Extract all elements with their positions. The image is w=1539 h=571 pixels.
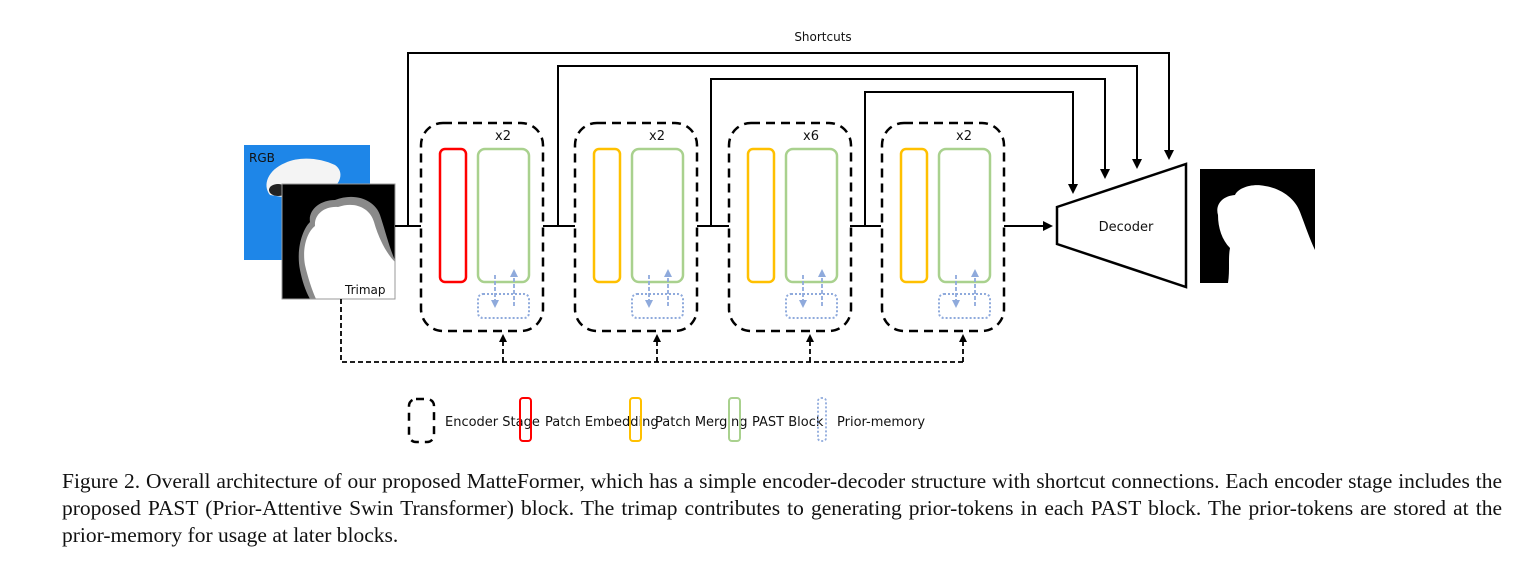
prior-memory-block bbox=[477, 293, 530, 319]
legend-item-past-block: PAST Block bbox=[728, 397, 824, 442]
patch-embedding-block bbox=[438, 147, 468, 284]
legend-item-patch-embedding: Patch Embedding bbox=[519, 397, 659, 442]
shortcut-3 bbox=[710, 78, 1110, 226]
trimap-image: Trimap bbox=[281, 183, 396, 300]
encoder-stage-border bbox=[727, 121, 853, 333]
alpha-matte-output bbox=[1200, 169, 1315, 283]
patch-merging-block bbox=[592, 147, 622, 284]
patch-merging-block bbox=[746, 147, 776, 284]
prior-memory-block bbox=[785, 293, 838, 319]
repeat-count-label: x2 bbox=[956, 129, 972, 144]
svg-text:Encoder Stage: Encoder Stage bbox=[445, 415, 540, 430]
encoder-stage-1: x2 bbox=[419, 121, 545, 333]
trimap-prior-feed bbox=[340, 299, 967, 363]
shortcut-connections bbox=[407, 52, 1174, 226]
past-block bbox=[937, 147, 992, 284]
shortcut-4 bbox=[864, 91, 1078, 226]
encoder-stages: x2 x2 x6 x2 bbox=[419, 121, 1006, 333]
past-block bbox=[784, 147, 839, 284]
svg-text:Patch Merging: Patch Merging bbox=[655, 415, 748, 430]
rgb-label: RGB bbox=[249, 151, 275, 165]
repeat-count-label: x2 bbox=[495, 129, 511, 144]
legend: Encoder Stage Patch Embedding Patch Merg… bbox=[407, 397, 925, 444]
legend-item-patch-merging: Patch Merging bbox=[629, 397, 748, 442]
decoder-label: Decoder bbox=[1099, 220, 1154, 235]
encoder-stage-2: x2 bbox=[573, 121, 699, 333]
prior-memory-block bbox=[631, 293, 684, 319]
encoder-stage-4: x2 bbox=[880, 121, 1006, 333]
encoder-stage-3: x6 bbox=[727, 121, 853, 333]
trimap-label: Trimap bbox=[344, 283, 386, 297]
encoder-stage-border bbox=[573, 121, 699, 333]
past-block bbox=[630, 147, 685, 284]
shortcuts-label: Shortcuts bbox=[794, 30, 851, 44]
encoder-stage-border bbox=[419, 121, 545, 333]
repeat-count-label: x2 bbox=[649, 129, 665, 144]
svg-text:Prior-memory: Prior-memory bbox=[837, 415, 925, 430]
figure-caption: Figure 2. Overall architecture of our pr… bbox=[62, 469, 1502, 547]
prior-memory-block bbox=[938, 293, 991, 319]
repeat-count-label: x6 bbox=[803, 129, 819, 144]
decoder: Decoder bbox=[1055, 162, 1188, 289]
architecture-diagram: Shortcuts RGB Trimap x2 x2 x6 x2 Decoder bbox=[244, 30, 1315, 444]
past-block bbox=[476, 147, 531, 284]
legend-item-encoder-stage: Encoder Stage bbox=[407, 397, 540, 444]
shortcut-2 bbox=[557, 65, 1142, 226]
encoder-stage-border bbox=[880, 121, 1006, 333]
legend-item-prior-memory: Prior-memory bbox=[817, 397, 925, 442]
svg-text:PAST Block: PAST Block bbox=[752, 415, 824, 430]
patch-merging-block bbox=[899, 147, 929, 284]
shortcut-1 bbox=[407, 52, 1174, 226]
